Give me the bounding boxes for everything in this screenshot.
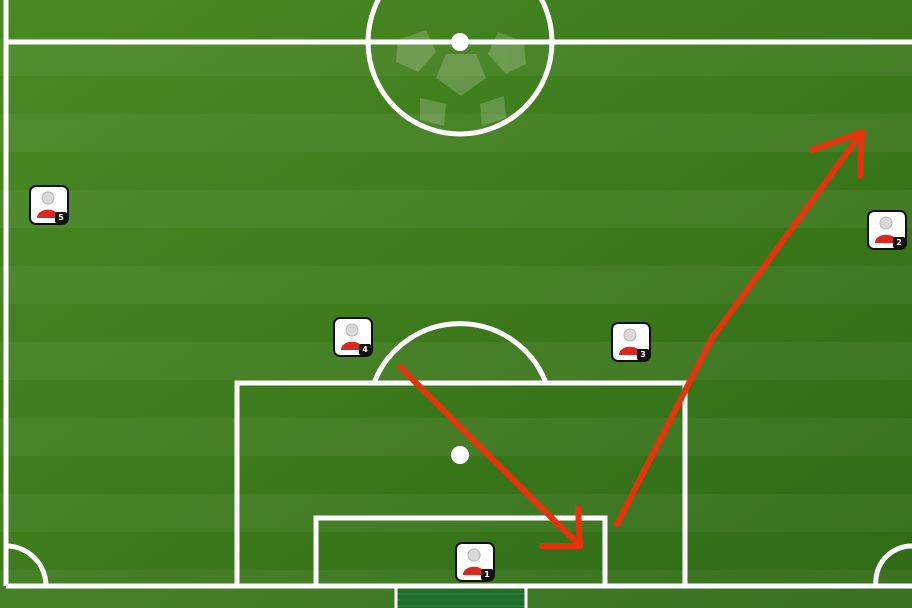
player-token-1[interactable]: 1 — [455, 542, 495, 582]
grass-stripe — [0, 494, 912, 532]
player-number: 2 — [893, 237, 905, 248]
player-number: 5 — [55, 212, 67, 223]
player-token-4[interactable]: 4 — [333, 317, 373, 357]
goal-net — [396, 589, 526, 608]
player-token-5[interactable]: 5 — [29, 185, 69, 225]
player-token-3[interactable]: 3 — [611, 322, 651, 362]
player-number: 1 — [481, 569, 493, 580]
grass-stripe — [0, 190, 912, 228]
grass-stripe — [0, 266, 912, 304]
player-number: 4 — [359, 344, 371, 355]
grass-stripe — [0, 342, 912, 380]
center-spot — [451, 33, 469, 51]
penalty-spot — [451, 446, 469, 464]
player-number: 3 — [637, 349, 649, 360]
player-token-2[interactable]: 2 — [867, 210, 907, 250]
